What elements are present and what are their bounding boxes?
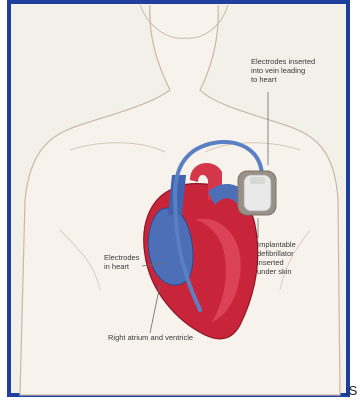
- label-electrodes-vein: Electrodes inserted into vein leading to…: [251, 57, 331, 84]
- device-header: [250, 177, 265, 184]
- corner-mark: :S: [345, 383, 357, 398]
- label-implantable-defibrillator: Implantable defibrillator inserted under…: [257, 240, 332, 276]
- label-electrodes-heart: Electrodes in heart: [104, 253, 164, 271]
- label-right-atrium-ventricle: Right atrium and ventricle: [108, 333, 258, 342]
